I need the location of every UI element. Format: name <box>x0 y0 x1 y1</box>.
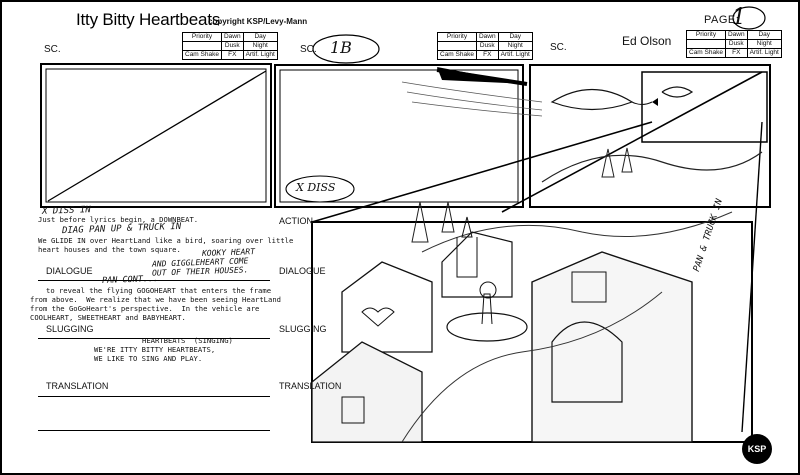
grid-cell: Night <box>497 41 533 51</box>
grid-cell: Dawn <box>475 32 499 42</box>
panel-2-sc-label: SC. <box>300 44 317 55</box>
heartland-sketch <box>311 67 768 443</box>
scene-number: 1B <box>330 38 352 57</box>
form-rule <box>38 430 270 431</box>
slugging-label-left: SLUGGING <box>46 324 94 334</box>
translation-label-left: TRANSLATION <box>46 381 109 391</box>
grid-cell: Cam Shake <box>182 50 222 60</box>
storyboard-panel-2 <box>274 64 524 208</box>
grid-cell: Dusk <box>220 41 244 51</box>
grid-cell: Priority <box>182 32 222 42</box>
x-diss-circle <box>285 175 355 203</box>
grid-cell: Dawn <box>220 32 244 42</box>
note-giggle-2: OUT OF THEIR HOUSES. <box>151 265 249 278</box>
note-reveal-3: from the GoGoHeart's perspective. In the… <box>30 304 260 313</box>
note-lyrics: Just before lyrics begin, a DOWNBEAT. <box>38 215 199 224</box>
grid-cell: Dawn <box>724 30 748 40</box>
page-number-circle <box>732 6 766 30</box>
grid-cell: Priority <box>437 32 477 42</box>
grid-cell <box>437 41 477 51</box>
grid-cell: Day <box>497 32 533 42</box>
grid-cell: Dusk <box>475 41 499 51</box>
grid-cell: FX <box>724 48 748 58</box>
artist-name: Ed Olson <box>622 34 672 48</box>
copyright-notice: copyright KSP/Levy-Mann <box>208 17 308 26</box>
note-glide-1: We GLIDE IN over HeartLand like a bird, … <box>38 236 294 245</box>
grid-cell <box>182 41 222 51</box>
song-line-1: HEARTBEATS (SINGING) <box>142 336 233 345</box>
form-rule <box>38 280 270 281</box>
grid-cell: Dusk <box>724 39 748 49</box>
dialogue-label-mid: DIALOGUE <box>279 266 326 276</box>
panel-2-frame <box>279 69 519 203</box>
note-reveal-1: to reveal the flying GOGOHEART that ente… <box>46 286 272 295</box>
panel-3-sc-label: SC. <box>550 42 567 53</box>
grid-cell: Night <box>242 41 278 51</box>
page-label: PAGE: <box>704 14 740 26</box>
storyboard-panel-1 <box>40 63 272 208</box>
grid-cell: FX <box>220 50 244 60</box>
form-rule <box>38 396 270 397</box>
grid-cell: Artif. Light <box>242 50 278 60</box>
form-rule <box>38 338 270 339</box>
grid-cell: FX <box>475 50 499 60</box>
note-reveal-2: from above. We realize that we have been… <box>30 295 281 304</box>
scene-number-circle <box>312 34 380 64</box>
grid-cell: Day <box>242 32 278 42</box>
grid-cell: Artif. Light <box>746 48 782 58</box>
page-title: Itty Bitty Heartbeats <box>76 10 221 29</box>
action-label: ACTION <box>279 216 314 226</box>
storyboard-panel-3 <box>529 64 771 208</box>
note-glide-2: heart houses and the town square. <box>38 245 181 254</box>
ksp-logo-text: KSP <box>747 444 767 454</box>
grid-cell: Night <box>746 39 782 49</box>
dialogue-label-left: DIALOGUE <box>46 266 93 276</box>
panel-1-sc-label: SC. <box>44 44 61 55</box>
panel-1-diagonal-line <box>45 68 267 203</box>
song-line-2: WE'RE ITTY BITTY HEARTBEATS, <box>94 345 216 354</box>
grid-cell: Cam Shake <box>686 48 726 58</box>
translation-label-mid: TRANSLATION <box>279 381 342 391</box>
grid-cell: Priority <box>686 30 726 40</box>
x-diss-label: X DISS <box>296 181 336 194</box>
grid-cell <box>686 39 726 49</box>
slugging-label-mid: SLUGGING <box>279 324 327 334</box>
ksp-logo: KSP <box>742 434 772 464</box>
grid-cell: Day <box>746 30 782 40</box>
grid-cell: Cam Shake <box>437 50 477 60</box>
grid-cell: Artif. Light <box>497 50 533 60</box>
note-reveal-4: COOLHEART, SWEETHEART and BABYHEART. <box>30 313 186 322</box>
song-line-3: WE LIKE TO SING AND PLAY. <box>94 354 203 363</box>
